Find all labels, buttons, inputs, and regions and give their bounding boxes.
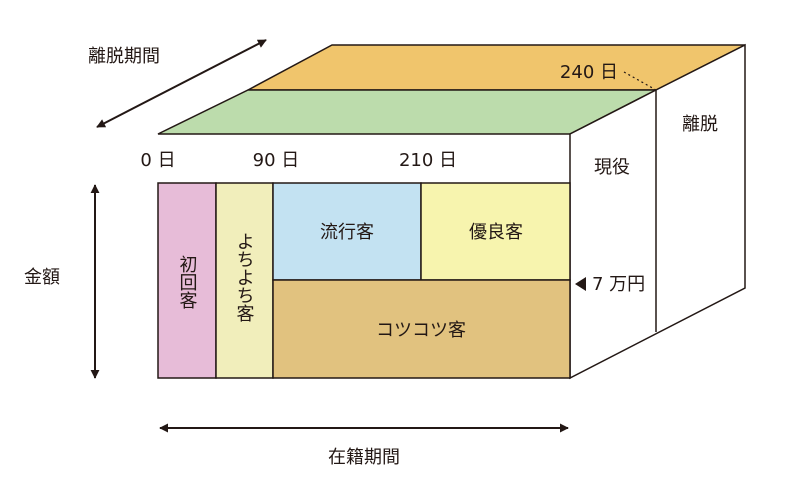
segment-steady-box — [272, 279, 571, 379]
segment-new-label: 初回客 — [177, 255, 198, 309]
segment-trend-label: 流行客 — [320, 222, 374, 243]
tick-day-0: 0 日 — [140, 150, 175, 171]
threshold-pointer-icon — [575, 277, 586, 291]
segment-casual-box — [215, 182, 274, 379]
churned-label: 離脱 — [682, 114, 718, 135]
tenure-period-label: 在籍期間 — [328, 447, 400, 468]
churn-period-arrow — [96, 39, 267, 128]
tick-day-90: 90 日 — [253, 150, 300, 171]
tick-day-240: 240 日 — [560, 62, 618, 83]
churn-period-label: 離脱期間 — [88, 46, 160, 67]
active-label: 現役 — [594, 157, 630, 178]
tick-day-240-leader — [623, 71, 657, 91]
segment-casual-label: よちよち客 — [234, 232, 255, 322]
segment-steady-label: コツコツ客 — [376, 320, 466, 341]
tick-day-210: 210 日 — [399, 150, 457, 171]
amount-label: 金額 — [24, 267, 60, 288]
segment-premium-label: 優良客 — [469, 222, 523, 243]
threshold-label: 7 万円 — [592, 274, 645, 295]
